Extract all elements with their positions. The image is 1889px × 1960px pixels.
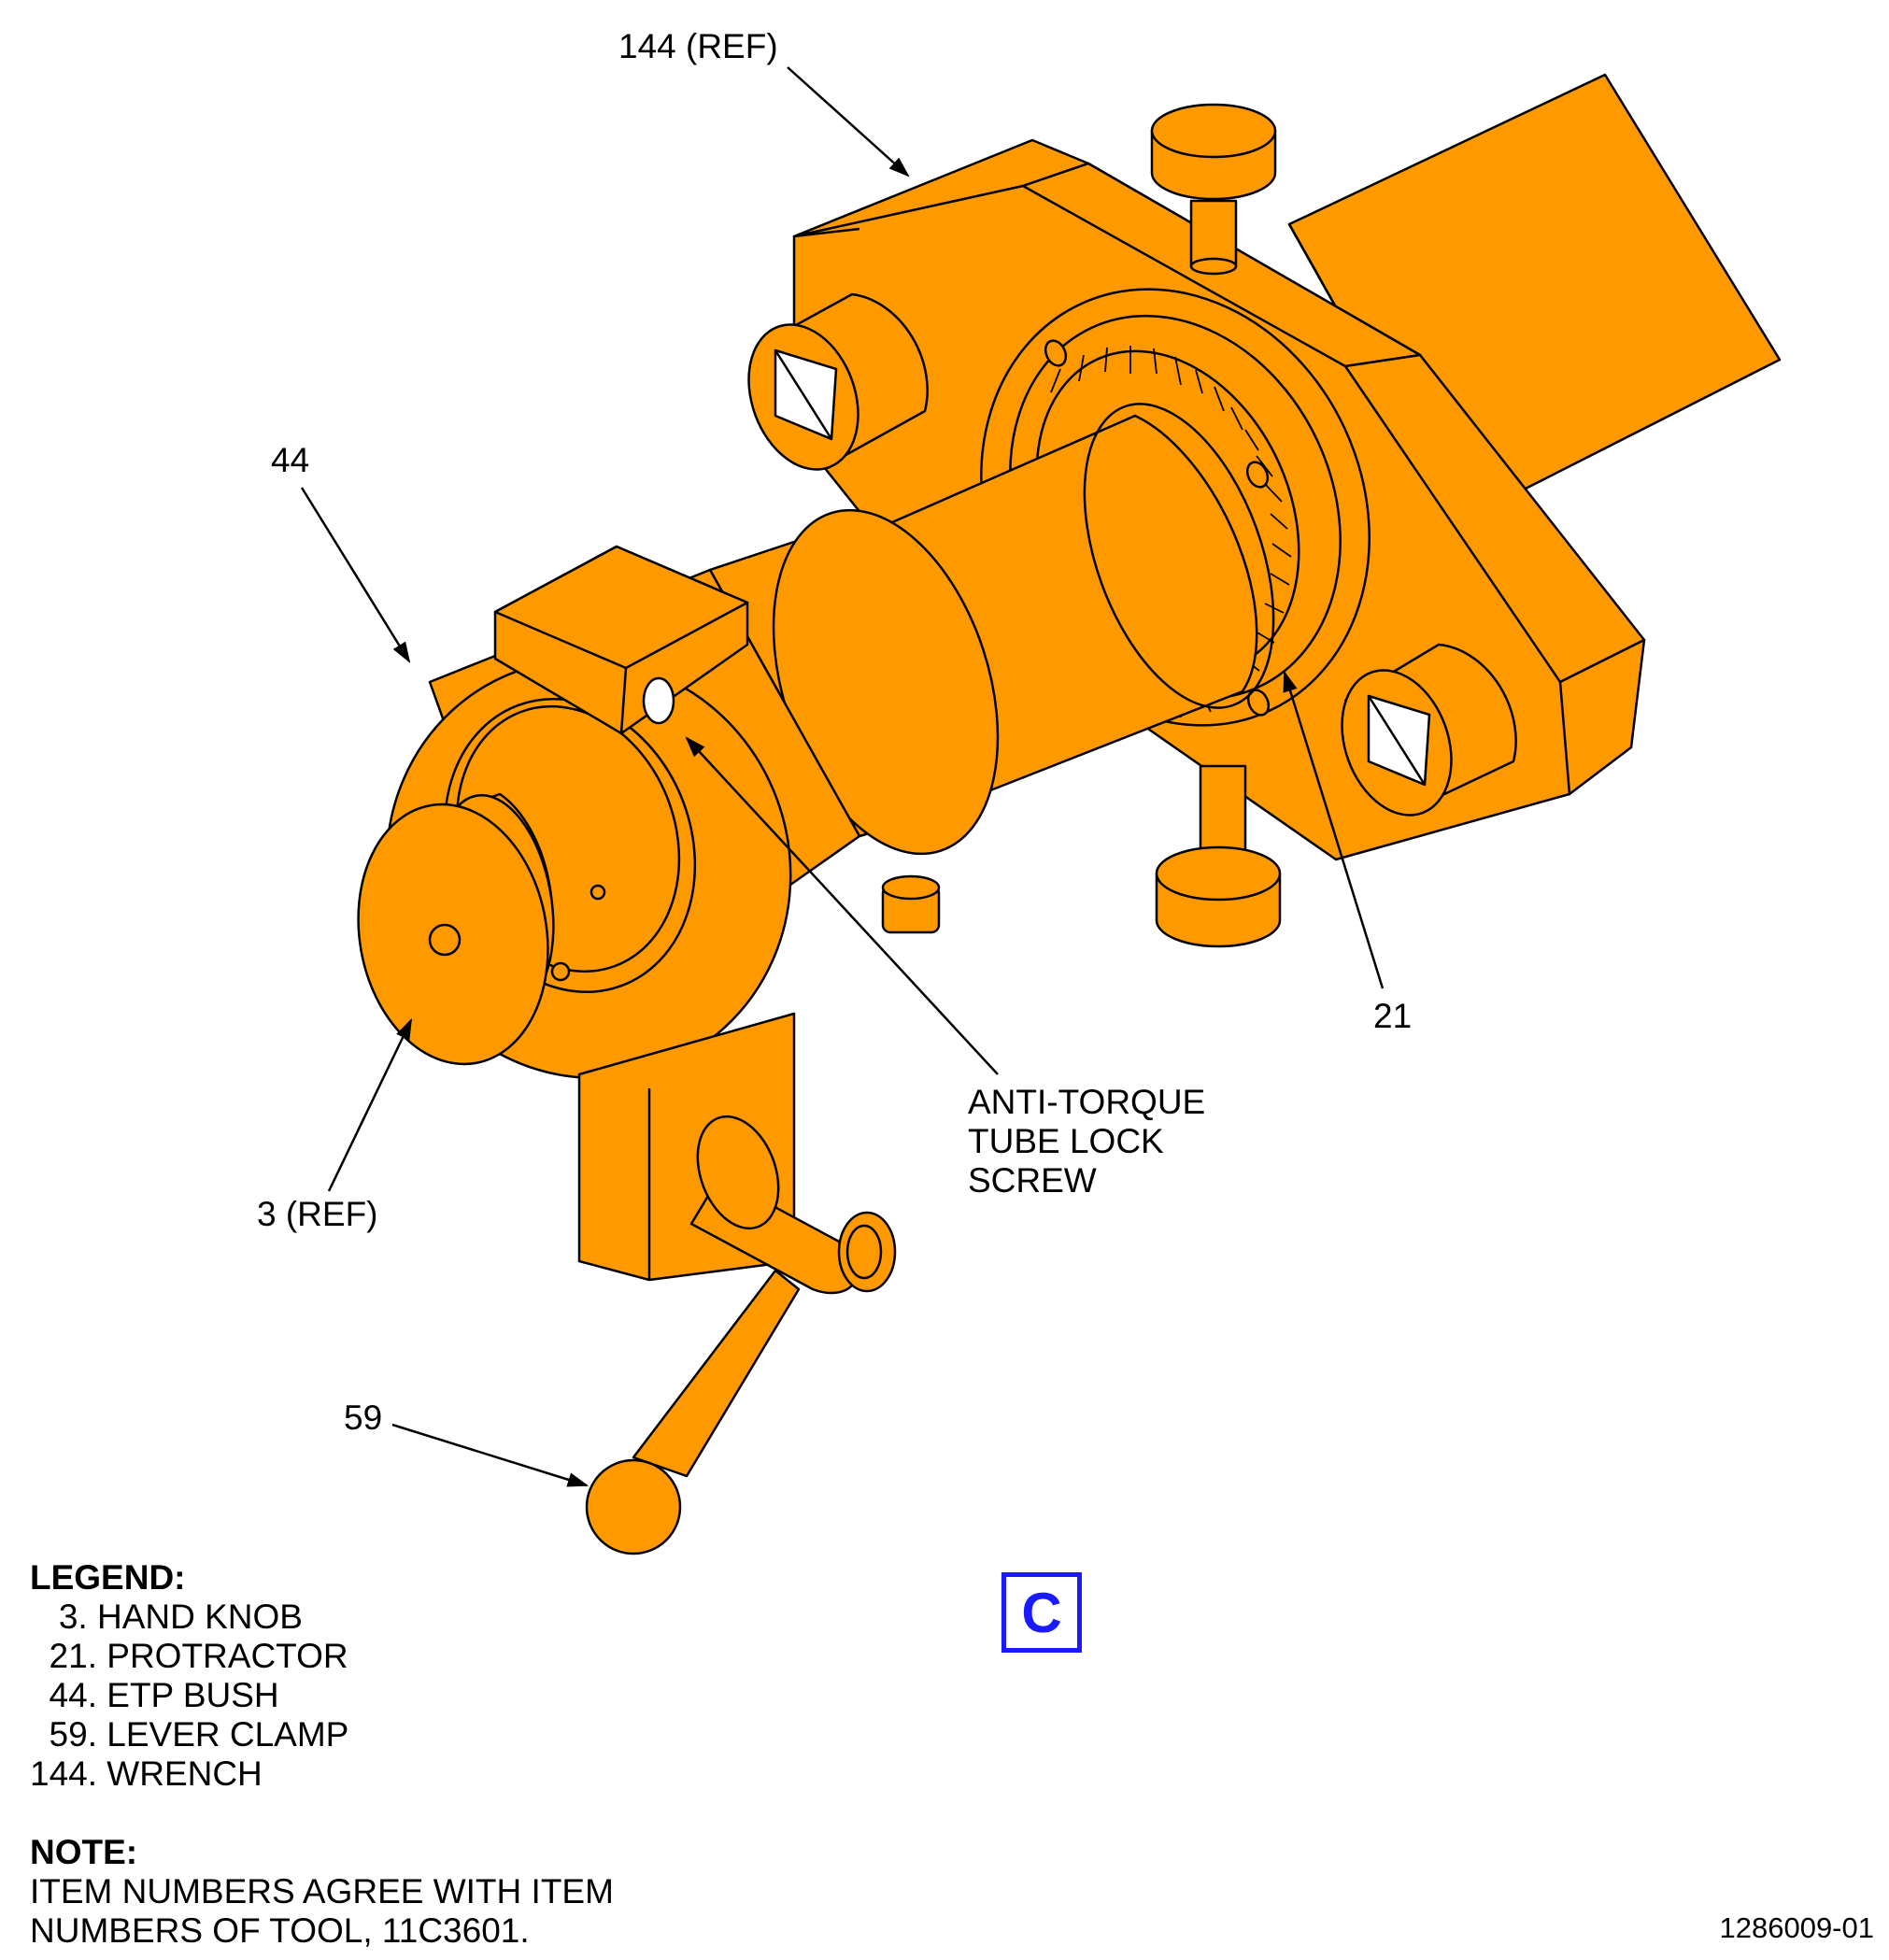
guide-pin <box>881 874 941 934</box>
hand-knob <box>357 792 606 1066</box>
leader-etp-bush <box>300 487 411 663</box>
leader-protractor <box>1283 670 1385 989</box>
etp-bush <box>385 508 1000 1080</box>
callout-anti-torque-line3: SCREW <box>968 1161 1097 1200</box>
note-line: ITEM NUMBERS AGREE WITH ITEM <box>30 1872 614 1910</box>
view-letter-box: C <box>1001 1572 1082 1653</box>
legend-heading: LEGEND: <box>30 1558 186 1597</box>
callout-anti-torque-line1: ANTI-TORQUE <box>968 1083 1205 1121</box>
callout-wrench-ref: 144 (REF) <box>618 27 778 65</box>
leader-lever-clamp <box>391 1423 589 1487</box>
upper-set-screw <box>1150 103 1277 276</box>
callout-anti-torque-line2: TUBE LOCK <box>968 1122 1164 1160</box>
leader-wrench <box>787 66 910 178</box>
callout-hand-knob-ref: 3 (REF) <box>257 1195 378 1233</box>
legend-item: 44. ETP BUSH <box>30 1676 279 1714</box>
legend-item: 21. PROTRACTOR <box>30 1637 348 1675</box>
legend-item: 144. WRENCH <box>30 1754 263 1793</box>
leader-hand-knob <box>327 1017 413 1192</box>
lever-clamp <box>585 1115 897 1555</box>
left-drive-boss <box>747 292 929 471</box>
lock-screw-housing <box>493 545 749 735</box>
legend-item: 3. HAND KNOB <box>30 1598 303 1636</box>
right-drive-boss <box>1341 643 1517 817</box>
callout-protractor: 21 <box>1373 997 1412 1035</box>
figure-number: 1286009-01 <box>1719 1911 1875 1944</box>
legend-item: 59. LEVER CLAMP <box>30 1715 349 1754</box>
note-line: NUMBERS OF TOOL, 11C3601. <box>30 1911 530 1950</box>
view-letter: C <box>1021 1581 1062 1644</box>
lower-set-screw <box>1155 764 1282 948</box>
legend: LEGEND: 3. HAND KNOB 21. PROTRACTOR 44. … <box>30 1558 348 1794</box>
note: NOTE: ITEM NUMBERS AGREE WITH ITEM NUMBE… <box>30 1833 614 1951</box>
callout-lever-clamp: 59 <box>344 1399 382 1437</box>
note-heading: NOTE: <box>30 1833 138 1871</box>
leader-anti-torque <box>685 736 999 1075</box>
callout-etp-bush: 44 <box>271 441 309 479</box>
